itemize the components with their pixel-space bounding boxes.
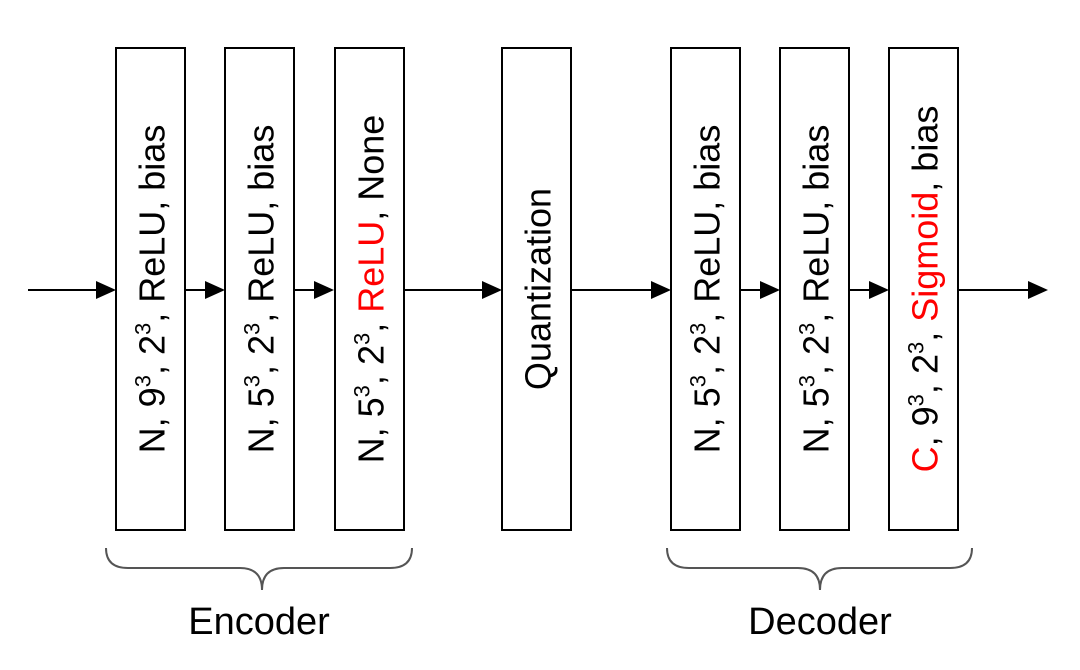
label-segment: , bbox=[905, 322, 946, 342]
superscript: 3 bbox=[904, 342, 929, 354]
highlighted-text: C bbox=[905, 446, 946, 472]
arrow-dec2-dec3 bbox=[849, 281, 889, 299]
box-label: N, 53, 23, ReLU, None bbox=[350, 115, 392, 464]
box-label: N, 53, 23, ReLU, bias bbox=[686, 125, 728, 454]
label-segment: , 2 bbox=[796, 335, 837, 375]
label-segment: , ReLU, bias bbox=[241, 125, 282, 323]
superscript: 3 bbox=[686, 323, 711, 335]
label-segment: N, 9 bbox=[132, 387, 173, 453]
box-label: N, 93, 23, ReLU, bias bbox=[131, 125, 173, 454]
label-segment: , 2 bbox=[132, 335, 173, 375]
label-segment: Quantization bbox=[518, 188, 559, 390]
input-arrow bbox=[28, 281, 116, 299]
label-segment: , 2 bbox=[351, 345, 392, 385]
label-segment: , None bbox=[351, 115, 392, 221]
label-segment: , 2 bbox=[241, 335, 282, 375]
arrow-quant-dec1 bbox=[571, 281, 671, 299]
box-decoder-layer-1: N, 53, 23, ReLU, bias bbox=[670, 47, 741, 531]
box-quantization: Quantization bbox=[501, 47, 572, 531]
label-segment: N, 5 bbox=[241, 387, 282, 453]
arrow-enc3-quant bbox=[404, 281, 502, 299]
superscript: 3 bbox=[240, 323, 265, 335]
label-segment: , 9 bbox=[905, 406, 946, 446]
label-segment: , 2 bbox=[905, 354, 946, 394]
decoder-label: Decoder bbox=[748, 601, 892, 643]
box-label: Quantization bbox=[518, 188, 559, 390]
superscript: 3 bbox=[131, 323, 156, 335]
box-encoder-layer-1: N, 93, 23, ReLU, bias bbox=[115, 47, 186, 531]
box-encoder-layer-3: N, 53, 23, ReLU, None bbox=[334, 47, 405, 531]
encoder-label: Encoder bbox=[188, 601, 330, 643]
label-segment: , bbox=[351, 313, 392, 333]
highlighted-text: Sigmoid bbox=[905, 192, 946, 322]
superscript: 3 bbox=[131, 375, 156, 387]
box-label: C, 93, 23, Sigmoid, bias bbox=[904, 106, 946, 473]
arrow-enc2-enc3 bbox=[294, 281, 334, 299]
label-segment: , 2 bbox=[687, 335, 728, 375]
label-segment: N, 5 bbox=[687, 387, 728, 453]
output-arrow bbox=[958, 281, 1048, 299]
decoder-brace bbox=[666, 547, 973, 591]
label-segment: , ReLU, bias bbox=[796, 125, 837, 323]
label-segment: N, 5 bbox=[351, 397, 392, 463]
box-label: N, 53, 23, ReLU, bias bbox=[795, 125, 837, 454]
box-label: N, 53, 23, ReLU, bias bbox=[240, 125, 282, 454]
arrow-enc1-enc2 bbox=[185, 281, 225, 299]
superscript: 3 bbox=[904, 394, 929, 406]
label-segment: N, 5 bbox=[796, 387, 837, 453]
superscript: 3 bbox=[795, 375, 820, 387]
highlighted-text: ReLU bbox=[351, 221, 392, 313]
box-decoder-layer-2: N, 53, 23, ReLU, bias bbox=[779, 47, 850, 531]
superscript: 3 bbox=[795, 323, 820, 335]
arrows bbox=[28, 281, 1048, 299]
box-decoder-layer-3: C, 93, 23, Sigmoid, bias bbox=[888, 47, 959, 531]
superscript: 3 bbox=[240, 375, 265, 387]
label-segment: , ReLU, bias bbox=[132, 125, 173, 323]
superscript: 3 bbox=[350, 333, 375, 345]
label-segment: , ReLU, bias bbox=[687, 125, 728, 323]
encoder-brace bbox=[105, 547, 413, 591]
superscript: 3 bbox=[686, 375, 711, 387]
arrow-dec1-dec2 bbox=[740, 281, 780, 299]
label-segment: , bias bbox=[905, 106, 946, 192]
superscript: 3 bbox=[350, 385, 375, 397]
box-encoder-layer-2: N, 53, 23, ReLU, bias bbox=[224, 47, 295, 531]
